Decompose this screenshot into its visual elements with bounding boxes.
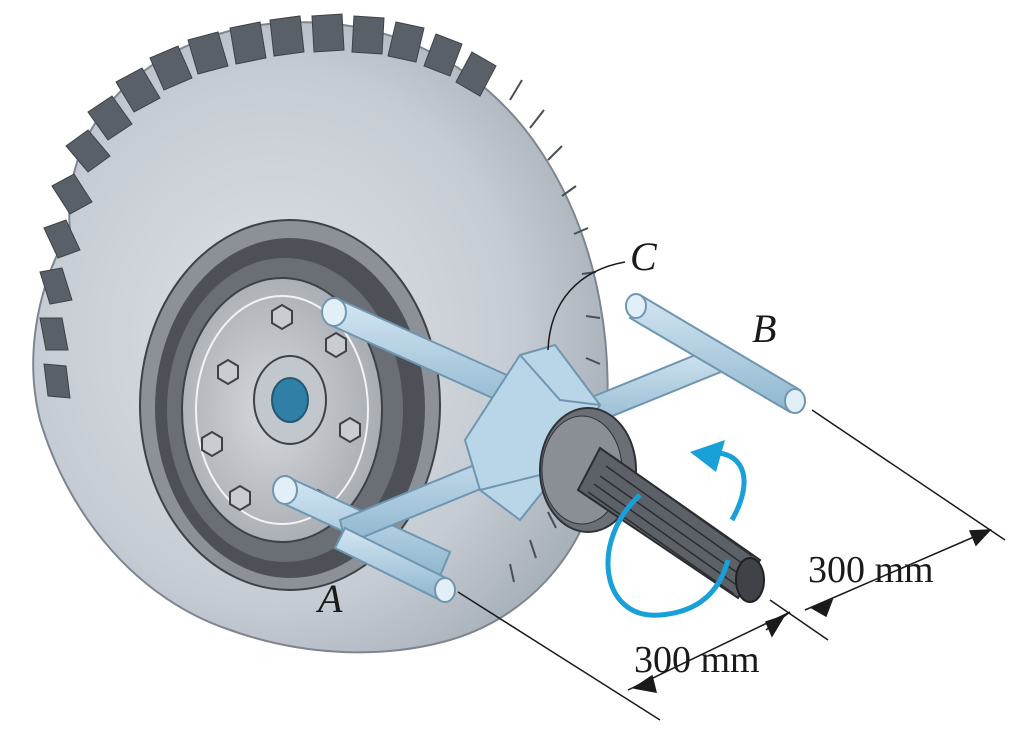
wrench-frame <box>272 293 806 603</box>
label-point-b: B <box>752 306 776 351</box>
leader-c <box>547 261 626 351</box>
moment-arrow <box>605 440 747 618</box>
dimension-top: 300 mm <box>808 549 934 591</box>
label-point-c: C <box>630 234 658 279</box>
bracket-c <box>463 343 602 522</box>
tire-tread <box>39 13 497 399</box>
dimension-lines <box>457 409 1006 721</box>
torque-shaft <box>539 407 765 603</box>
label-point-a: A <box>315 576 343 621</box>
tire-tread-lines <box>509 79 601 583</box>
arrow-head <box>690 440 725 472</box>
dimension-bottom: 300 mm <box>634 639 760 681</box>
shaft-grip <box>576 446 762 600</box>
